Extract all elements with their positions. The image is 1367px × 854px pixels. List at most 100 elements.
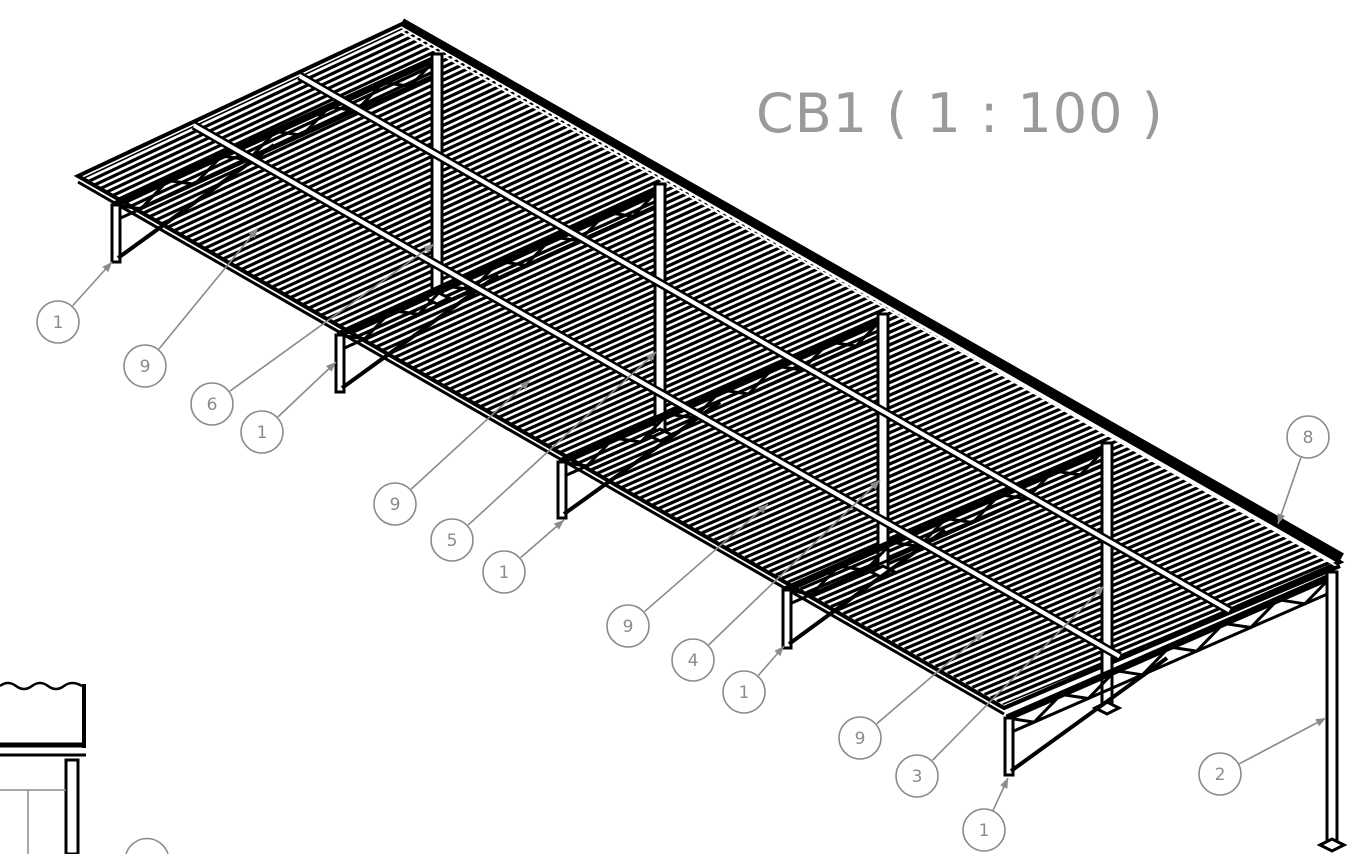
callout-8: 9: [606, 503, 769, 648]
balloon: [482, 550, 526, 594]
steel-frames: [110, 52, 1348, 853]
leader-line: [1277, 457, 1302, 525]
balloon-number: 5: [447, 531, 458, 551]
callout-12: 3: [895, 585, 1105, 798]
truss-web: [337, 186, 662, 341]
balloon: [240, 410, 284, 454]
callout-4: 1: [240, 361, 337, 454]
leader-arrowhead: [248, 228, 258, 239]
leader-arrowhead: [757, 504, 768, 514]
balloon-number: 9: [855, 729, 866, 749]
balloon-number: 1: [739, 683, 750, 703]
balloon-number: 3: [912, 767, 923, 787]
balloon-number: 1: [257, 423, 268, 443]
balloon: [373, 482, 417, 526]
stub-post: [556, 460, 568, 520]
partial-elevation: [0, 681, 169, 854]
brace: [562, 400, 722, 516]
balloon: [895, 754, 939, 798]
balloon-number: 9: [623, 617, 634, 637]
frame-3: [556, 312, 899, 580]
leader-line: [1239, 717, 1327, 765]
leader-arrowhead: [519, 380, 530, 390]
leader-arrowhead: [1315, 718, 1326, 727]
balloon: [190, 382, 234, 426]
stub-post: [1003, 716, 1015, 777]
column: [1100, 441, 1114, 706]
callout-balloons: 1 9 6 1 9 5 1 9 4 1 9 3 1 8 2: [36, 227, 1330, 852]
balloon: [606, 604, 650, 648]
rafter-bottom-chord: [337, 202, 661, 353]
balloon-number: 1: [979, 821, 990, 841]
leader-line: [229, 243, 435, 392]
leader-arrowhead: [325, 362, 336, 372]
brace: [787, 528, 947, 646]
drawing-title: CB1 ( 1 : 100 ): [756, 82, 1164, 145]
balloon-number: 9: [140, 357, 151, 377]
truss-web: [1006, 574, 1334, 724]
callout-3: 6: [190, 243, 435, 426]
stub-post: [781, 588, 793, 650]
leader-line: [876, 631, 985, 725]
balloon-number: 2: [1215, 765, 1226, 785]
balloon: [36, 300, 80, 344]
column: [876, 312, 890, 570]
callout-1: 1: [36, 261, 113, 344]
leader-line: [708, 479, 881, 646]
balloon: [838, 716, 882, 760]
leader-arrowhead: [102, 262, 112, 273]
truss-web: [784, 445, 1109, 596]
balloon-number: 6: [207, 395, 218, 415]
callout-2: 9: [123, 227, 259, 388]
callout-10: 1: [722, 645, 785, 714]
balloon: [671, 638, 715, 682]
truss-web: [559, 316, 885, 468]
brace: [340, 273, 500, 390]
roof-outline: [73, 18, 1345, 716]
leader-line: [158, 227, 259, 350]
callout-15: 2: [1198, 717, 1327, 796]
purlin-highlight: [193, 123, 1121, 659]
leader-arrowhead: [553, 520, 564, 530]
leader-arrowhead: [1277, 513, 1286, 524]
purlin-highlight: [298, 74, 1231, 613]
balloon-number: 4: [688, 651, 699, 671]
rafter-bottom-chord: [1006, 590, 1333, 736]
balloon: [1286, 415, 1330, 459]
leader-line: [931, 585, 1105, 761]
column: [1325, 570, 1339, 843]
balloon-number: 9: [390, 495, 401, 515]
stub-post: [334, 333, 346, 394]
frame-5: [1003, 570, 1348, 853]
callout-13: 1: [962, 777, 1009, 852]
leader-line: [410, 379, 531, 490]
leader-arrowhead: [1000, 778, 1008, 789]
callout-6: 5: [430, 351, 657, 562]
balloon: [962, 808, 1006, 852]
brace: [116, 143, 276, 260]
leader-line: [644, 503, 769, 613]
callout-11: 9: [838, 631, 985, 760]
stub-post: [110, 203, 122, 264]
callout-9: 4: [671, 479, 881, 682]
leader-line: [277, 361, 337, 418]
balloon: [722, 670, 766, 714]
leader-arrowhead: [870, 480, 880, 490]
callout-5: 9: [373, 379, 531, 526]
rafter-bottom-chord: [784, 461, 1108, 608]
leader-line: [467, 351, 657, 526]
purlins: [191, 72, 1232, 661]
balloon: [1198, 752, 1242, 796]
frame-4: [781, 441, 1123, 716]
balloon: [430, 518, 474, 562]
base-plate: [1316, 837, 1348, 853]
leader-arrowhead: [423, 244, 434, 254]
callout-14: 8: [1277, 415, 1330, 525]
leader-arrowhead: [774, 646, 784, 657]
truss-web: [113, 56, 439, 211]
balloon-number: 1: [499, 563, 510, 583]
leader-arrowhead: [1094, 586, 1104, 596]
brace: [1009, 656, 1169, 773]
leader-arrowhead: [973, 632, 984, 642]
